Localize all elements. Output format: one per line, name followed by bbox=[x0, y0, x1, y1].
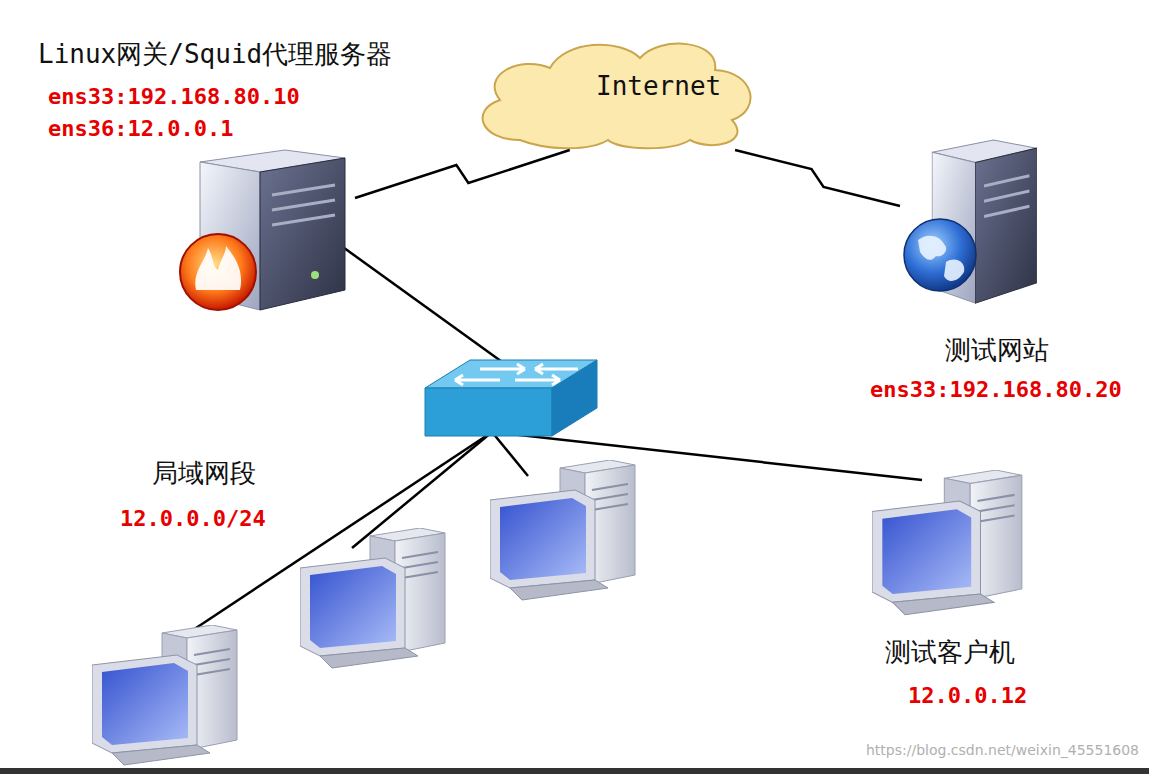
subnet-address: 12.0.0.0/24 bbox=[120, 506, 266, 531]
lan-computer bbox=[300, 528, 445, 668]
segment-label: 局域网段 bbox=[152, 456, 256, 491]
internet-cloud: Internet bbox=[470, 35, 755, 150]
network-link bbox=[735, 150, 900, 206]
lan-cable bbox=[492, 432, 922, 480]
lan-computer bbox=[490, 460, 635, 600]
lan-switch bbox=[425, 360, 597, 436]
internet-cloud bbox=[483, 44, 751, 149]
web-server: 测试网站ens33:192.168.80.20 bbox=[900, 140, 1035, 305]
server-heading: Linux网关/Squid代理服务器 bbox=[38, 37, 392, 72]
server-caption: 测试网站 bbox=[945, 333, 1049, 368]
client-computer: 测试客户机12.0.0.12 bbox=[870, 470, 1025, 610]
lan-computer bbox=[92, 625, 237, 765]
gateway-server: Linux网关/Squid代理服务器ens33:192.168.80.10ens… bbox=[180, 150, 355, 310]
ip-address: ens33:192.168.80.10 bbox=[48, 84, 300, 109]
network-link bbox=[355, 150, 570, 198]
ip-address: ens33:192.168.80.20 bbox=[870, 377, 1122, 402]
globe-badge bbox=[904, 219, 976, 291]
lan-cables bbox=[190, 245, 922, 632]
uplink-cable bbox=[340, 245, 505, 364]
cloud-label: Internet bbox=[596, 71, 721, 101]
ip-address: 12.0.0.12 bbox=[908, 683, 1027, 708]
client-computer bbox=[872, 470, 1022, 615]
firewall-badge bbox=[180, 234, 256, 310]
ip-address: ens36:12.0.0.1 bbox=[48, 116, 233, 141]
bottom-bar bbox=[0, 768, 1149, 774]
client-caption: 测试客户机 bbox=[885, 635, 1015, 670]
lan-cable bbox=[492, 432, 528, 476]
cloud-shape bbox=[483, 44, 751, 149]
watermark: https://blog.csdn.net/weixin_45551608 bbox=[866, 742, 1139, 758]
